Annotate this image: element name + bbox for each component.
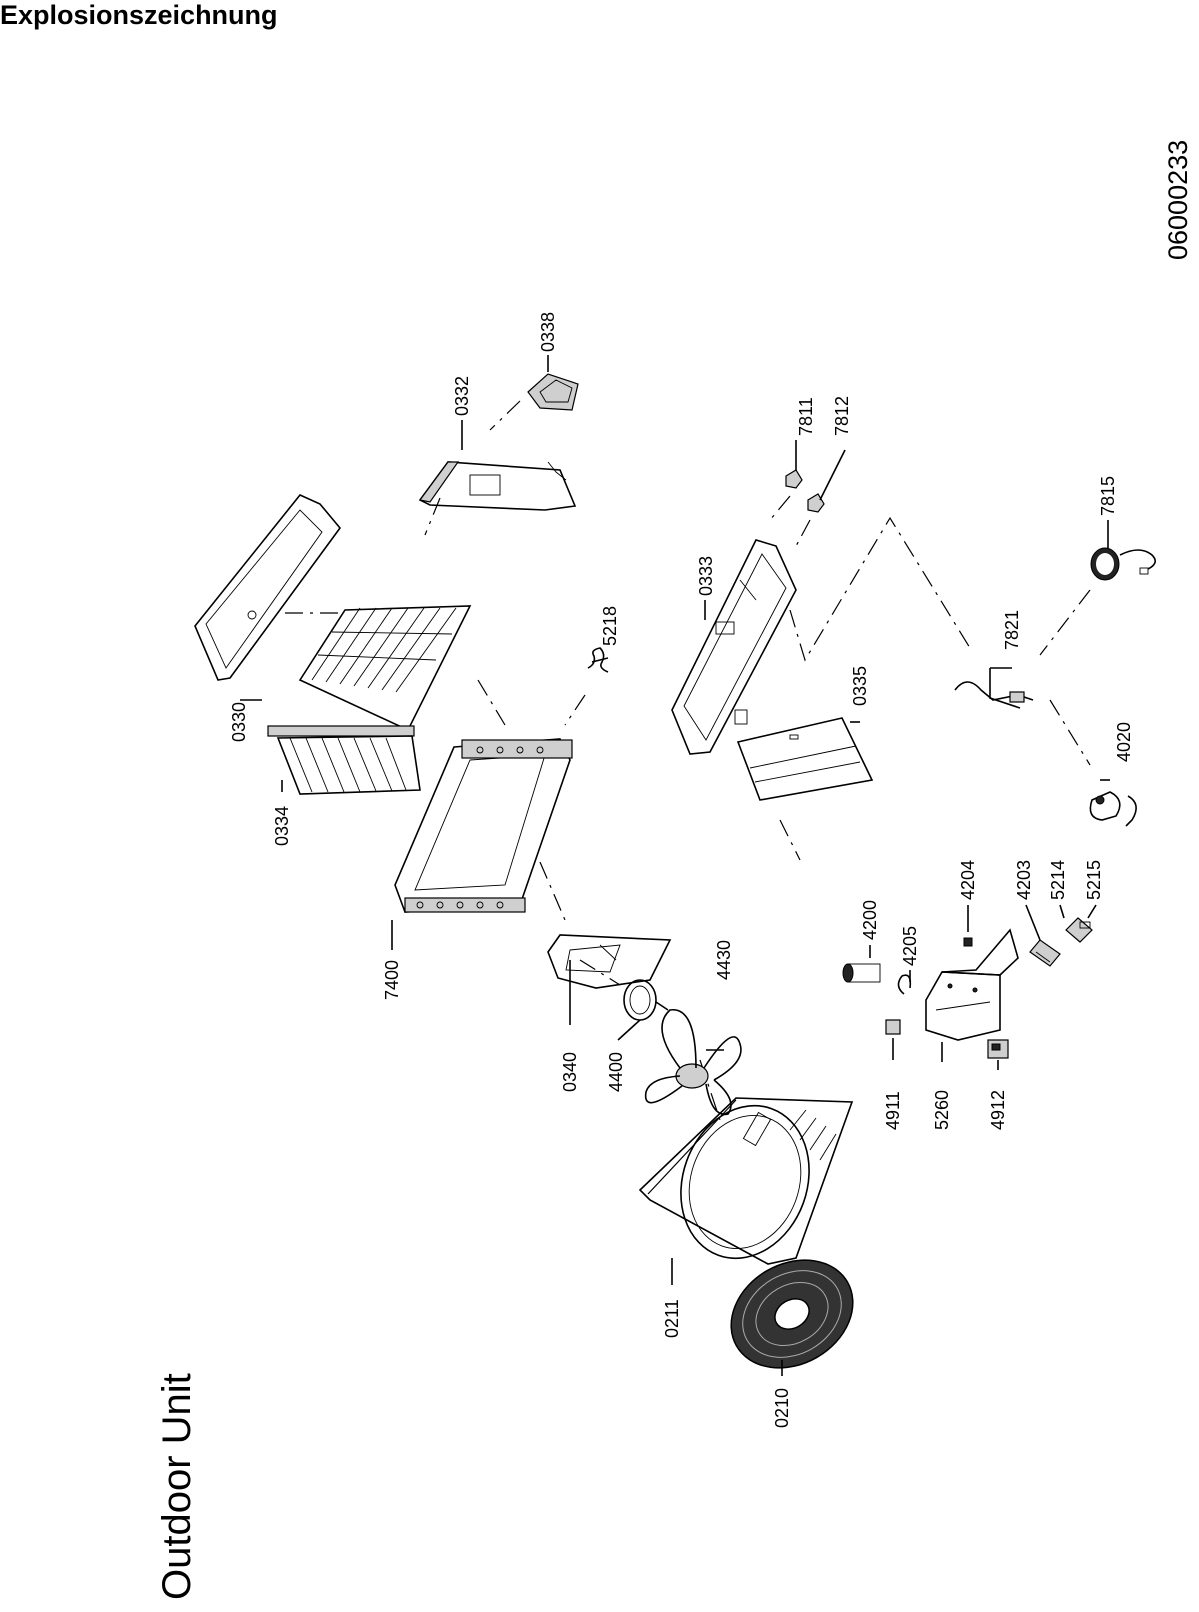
part-7815-sensor bbox=[1090, 547, 1156, 581]
part-0333-base-pan bbox=[671, 539, 797, 755]
part-0332-side-panel bbox=[418, 461, 577, 511]
label-0335: 0335 bbox=[850, 666, 870, 706]
part-5218-wire bbox=[587, 647, 609, 673]
label-4400: 4400 bbox=[606, 1052, 626, 1092]
label-0330: 0330 bbox=[229, 702, 249, 742]
part-4203-terminal-block bbox=[1029, 939, 1061, 967]
label-0333: 0333 bbox=[696, 556, 716, 596]
label-4912: 4912 bbox=[988, 1090, 1008, 1130]
leader-lines bbox=[240, 355, 1110, 1376]
label-4020: 4020 bbox=[1114, 722, 1134, 762]
label-7815: 7815 bbox=[1098, 476, 1118, 516]
label-4200: 4200 bbox=[860, 900, 880, 940]
label-4911: 4911 bbox=[883, 1091, 903, 1130]
part-0330-top-cover bbox=[194, 494, 342, 681]
label-7811: 7811 bbox=[796, 397, 816, 436]
label-0332: 0332 bbox=[452, 376, 472, 416]
part-4400-fan-motor bbox=[623, 979, 669, 1021]
part-4205-clip bbox=[897, 974, 912, 995]
part-4912-contactor bbox=[987, 1039, 1009, 1059]
label-7400: 7400 bbox=[382, 960, 402, 1000]
label-7812: 7812 bbox=[832, 396, 852, 436]
part-7400-condenser bbox=[394, 738, 573, 913]
part-4200-capacitor bbox=[842, 963, 881, 983]
label-4203: 4203 bbox=[1014, 860, 1034, 900]
label-0210: 0210 bbox=[772, 1388, 792, 1428]
label-0340: 0340 bbox=[560, 1052, 580, 1092]
label-5214: 5214 bbox=[1048, 860, 1068, 900]
part-5214-board bbox=[1065, 917, 1093, 943]
part-0334-rear-grille bbox=[267, 605, 472, 795]
part-0211-front-panel bbox=[638, 1097, 854, 1265]
label-4430: 4430 bbox=[714, 940, 734, 980]
label-5260: 5260 bbox=[932, 1090, 952, 1130]
part-7811-valve bbox=[785, 462, 803, 489]
part-4430-fan-blade bbox=[644, 1009, 742, 1116]
label-0338: 0338 bbox=[538, 312, 558, 352]
label-7821: 7821 bbox=[1002, 610, 1022, 650]
part-4204-component bbox=[963, 937, 973, 947]
part-7821-pipe-assembly bbox=[954, 668, 1034, 709]
part-5260-electrical-box bbox=[925, 928, 1019, 1041]
part-4911-relay bbox=[885, 1019, 901, 1035]
part-0338-cover-plate bbox=[527, 373, 579, 411]
part-0210-fan-guard bbox=[730, 1259, 854, 1369]
label-5215: 5215 bbox=[1084, 860, 1104, 900]
part-0335-partition bbox=[736, 717, 874, 801]
part-4020-compressor bbox=[1089, 791, 1137, 827]
label-0211: 0211 bbox=[662, 1299, 682, 1338]
label-5218: 5218 bbox=[600, 606, 620, 646]
part-5215-board bbox=[1079, 921, 1091, 929]
part-labels: 0330 0334 0332 0338 5218 7400 0333 7811 … bbox=[229, 312, 1134, 1428]
label-4205: 4205 bbox=[900, 926, 920, 966]
label-0334: 0334 bbox=[272, 806, 292, 846]
page-heading: Explosionszeichnung bbox=[0, 0, 278, 30]
part-0340-motor-bracket bbox=[547, 934, 672, 989]
label-4204: 4204 bbox=[958, 860, 978, 900]
